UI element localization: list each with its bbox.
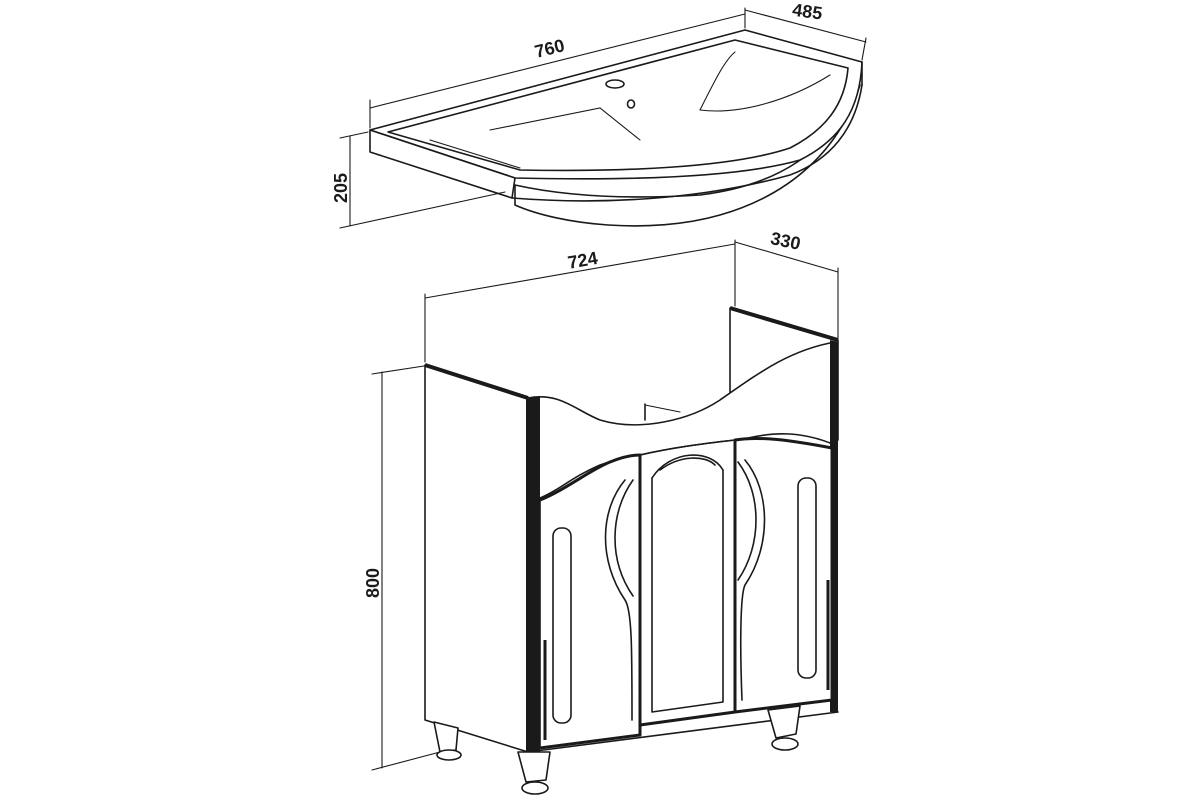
center-door-arch	[651, 454, 724, 479]
right-door-arc-inner	[737, 461, 757, 581]
cabinet-depth-label: 330	[769, 228, 803, 254]
sink-basin-opening	[387, 39, 849, 172]
dim-724-line	[424, 243, 736, 299]
leg-front-right-foot	[771, 737, 799, 751]
center-door[interactable]	[638, 439, 737, 727]
leg-front-right	[767, 705, 801, 739]
sink-depth-label: 485	[791, 0, 824, 24]
overflow-hole	[626, 99, 636, 109]
dim-800-ext-top	[371, 365, 425, 375]
cabinet-left-side-panel	[424, 364, 529, 753]
right-door-panel	[734, 437, 833, 713]
center-door-panel	[639, 439, 736, 726]
dim-485-line	[744, 9, 867, 43]
cabinet-height-label: 800	[363, 568, 383, 598]
leg-front-left-foot	[521, 781, 549, 795]
faucet-hole	[605, 79, 625, 89]
sink-height-label: 205	[331, 173, 351, 203]
center-door-inner-frame	[651, 469, 724, 713]
sink-rim-lower-edge	[511, 84, 863, 202]
left-door[interactable]	[539, 453, 642, 750]
left-door-outline	[539, 453, 642, 750]
leg-front-left	[517, 751, 551, 783]
sink-basin-back-curve	[699, 74, 831, 112]
leg-back-left-foot	[436, 749, 462, 761]
cabinet-drawing: 724 330 800	[363, 228, 839, 795]
right-door-glass-slot	[797, 477, 817, 679]
dim-205-ext-top	[339, 131, 369, 139]
right-door-arc-outer	[739, 459, 766, 701]
sink-rim-top	[369, 29, 863, 180]
cabinet-width-label: 724	[566, 248, 599, 273]
inner-shelf-edge	[644, 404, 681, 413]
left-door-arc-inner	[614, 479, 634, 597]
left-panel-top-edge	[424, 363, 529, 400]
left-door-arc-outer	[604, 479, 633, 721]
dim-760-line	[369, 13, 746, 109]
sink-basin-front-inner	[429, 139, 521, 169]
left-door-glass-slot	[552, 527, 572, 724]
sink-width-label: 760	[533, 35, 567, 62]
dim-330-line	[734, 241, 839, 273]
right-door-outline	[733, 436, 834, 714]
dim-800-ext-bottom	[371, 751, 441, 771]
leg-back-left	[433, 721, 459, 753]
cabinet-legs	[433, 705, 801, 795]
back-panel-top-edge	[729, 306, 839, 342]
dim-205-ext-bottom	[339, 191, 506, 229]
center-door-top-edge	[639, 439, 736, 456]
right-door[interactable]	[733, 436, 834, 714]
center-door-arch-inner	[659, 457, 716, 471]
sink-basin-floor-left	[489, 107, 641, 141]
sink-drawing: 760 485 205	[331, 0, 867, 229]
cabinet-front-left-edge	[526, 396, 540, 752]
sink-basin-wall	[699, 51, 736, 111]
